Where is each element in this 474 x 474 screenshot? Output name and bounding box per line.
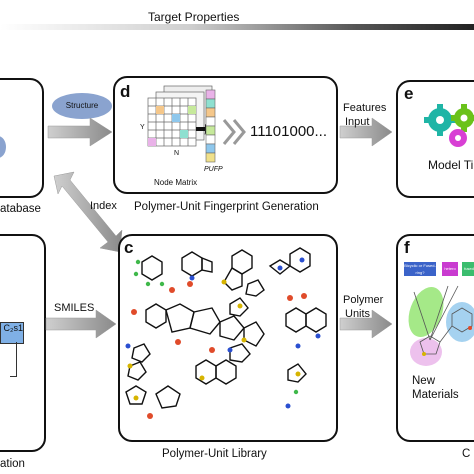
panel-f-caption: C [462,448,471,460]
f-tag-3: fused [462,262,474,276]
axis-y-label: Y [140,124,145,131]
target-properties-bar [0,24,474,30]
index-label: Index [90,200,117,212]
f-tag-1: Bicyclic or Fused-ring? [404,262,436,276]
panel-d-caption: Polymer-Unit Fingerprint Generation [134,201,319,213]
chevrons [222,119,246,145]
structure-bubble: Structure [52,93,112,119]
arrow-d-to-e [339,117,393,147]
fingerprint-text: 11101000... [250,123,328,140]
new-material-molecule [408,285,474,366]
pufp-vector [205,89,216,163]
new-materials-label: New Materials [412,374,472,402]
polymer-label: Polymer [343,294,384,306]
panel-d-letter: d [120,82,131,101]
panel-database [0,78,44,198]
smiles-label: SMILES [54,302,95,314]
header-title: Target Properties [148,10,240,24]
new-materials-text: New Materials [412,375,459,401]
arrow-a-to-d [47,117,113,147]
f-tag-2-text: hetero ring [444,266,456,271]
panel-b-caption: ation [0,458,25,470]
cs-tag: C₂s1 [0,322,24,344]
f-tag-1-text: Bicyclic or Fused-ring? [404,263,436,275]
gears-icon [424,104,474,147]
input-label: Input [345,116,370,128]
arrow-c-to-f [339,309,393,339]
f-tag-3-text: fused [464,266,474,271]
arrow-b-to-c [45,309,117,339]
panel-c-caption: Polymer-Unit Library [162,448,267,460]
molecule-structures [125,247,327,419]
units-label: Units [345,308,371,320]
pufp-label: PUFP [204,166,223,173]
panel-c-letter: c [124,238,134,257]
cs-bracket [10,342,17,377]
node-matrix-label: Node Matrix [154,178,198,187]
database-ellipse [0,136,6,158]
arrow-index [53,171,123,253]
panel-e-caption: Model Ti [428,158,474,172]
panel-a-caption: atabase [0,203,41,215]
features-label: Features [343,102,387,114]
panel-f-letter: f [404,238,410,257]
structure-label: Structure [65,101,99,110]
f-tag-2: hetero ring [442,262,458,276]
cs-label: C₂s1 [3,323,24,333]
panel-e-letter: e [404,84,414,103]
axis-n-label: N [174,150,180,157]
